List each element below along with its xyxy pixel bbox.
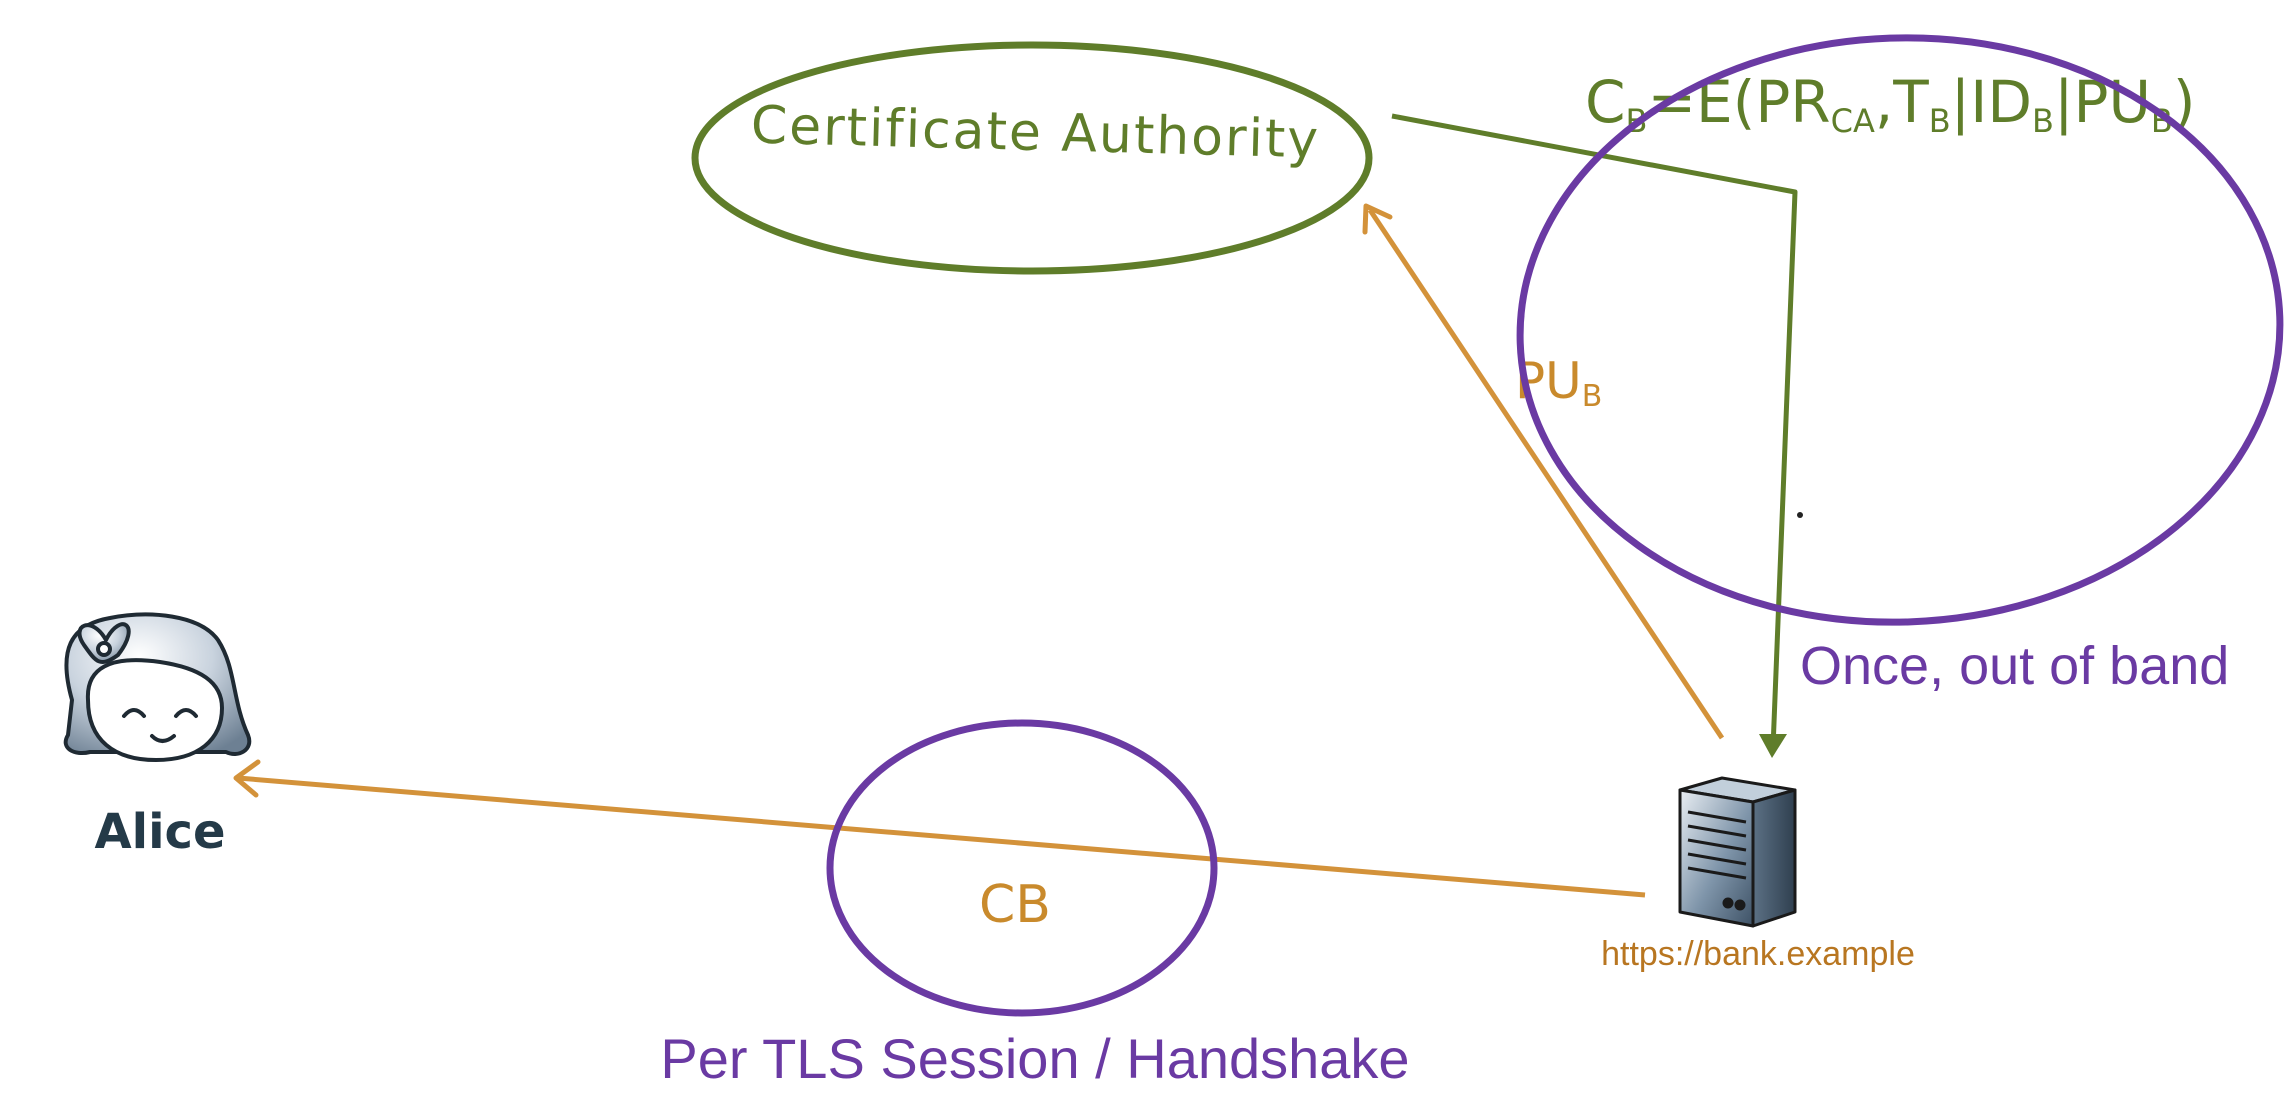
certificate-transfer-label: CB xyxy=(979,875,1051,935)
out-of-band-highlight xyxy=(1516,34,2284,626)
per-session-highlight xyxy=(826,719,1218,1017)
certificate-authority-node: Certificate Authority xyxy=(691,41,1373,275)
server-tower-icon xyxy=(1678,776,1797,928)
per-session-annotation: Per TLS Session / Handshake xyxy=(660,1027,1409,1090)
out-of-band-annotation: Once, out of band xyxy=(1800,636,2229,696)
arrowhead-icon xyxy=(233,759,261,798)
certificate-authority-label: Certificate Authority xyxy=(750,96,1321,171)
server-url-label: https://bank.example xyxy=(1601,935,1915,973)
certificate-delivery-arrow xyxy=(233,759,1646,898)
bank-server-node: https://bank.example xyxy=(1601,776,1915,973)
certificate-authority-ellipse xyxy=(691,41,1373,275)
public-key-submit-arrow xyxy=(1362,203,1725,740)
alice-node: Alice xyxy=(63,612,252,860)
certificate-issue-arrow xyxy=(1391,113,1798,758)
certificate-formula: CB=E(PRCA,TB|IDB|PUB) xyxy=(1585,68,2196,140)
stray-dot xyxy=(1797,512,1803,518)
alice-avatar-icon xyxy=(63,612,252,762)
alice-label: Alice xyxy=(94,804,225,860)
arrowhead-icon xyxy=(1362,203,1393,235)
arrowhead-icon xyxy=(1759,734,1787,758)
